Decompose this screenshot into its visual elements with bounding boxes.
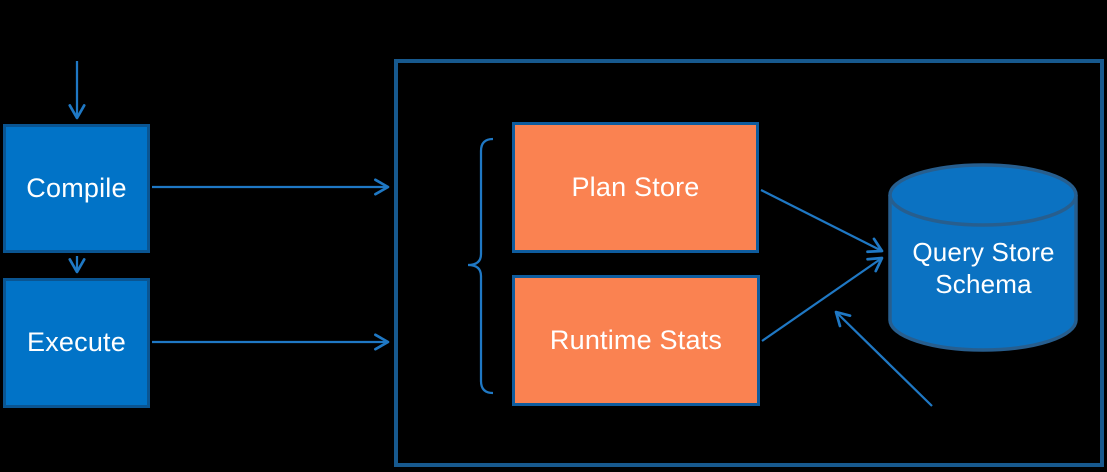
node-runtime-stats: Runtime Stats bbox=[512, 275, 760, 406]
arrow-external-to-query-store bbox=[834, 310, 933, 407]
grouping-brace bbox=[467, 137, 494, 395]
node-query-store-schema-label: Query Store Schema bbox=[890, 236, 1077, 300]
node-plan-store-label: Plan Store bbox=[571, 171, 700, 202]
query-store-schema-line1: Query Store bbox=[912, 237, 1055, 267]
arrow-plan-store-to-query-store bbox=[760, 188, 884, 254]
arrow-runtime-stats-to-query-store bbox=[761, 256, 884, 342]
query-store-container-outline bbox=[394, 59, 1104, 467]
cylinder-body bbox=[888, 195, 1078, 352]
node-execute: Execute bbox=[3, 278, 150, 408]
cylinder-top bbox=[888, 163, 1078, 227]
node-compile-label: Compile bbox=[26, 172, 127, 203]
query-store-schema-line2: Schema bbox=[935, 269, 1032, 299]
node-execute-label: Execute bbox=[27, 327, 126, 358]
node-compile: Compile bbox=[3, 124, 150, 253]
node-runtime-stats-label: Runtime Stats bbox=[549, 324, 723, 355]
database-cylinder bbox=[888, 163, 1078, 352]
node-plan-store: Plan Store bbox=[512, 122, 759, 253]
